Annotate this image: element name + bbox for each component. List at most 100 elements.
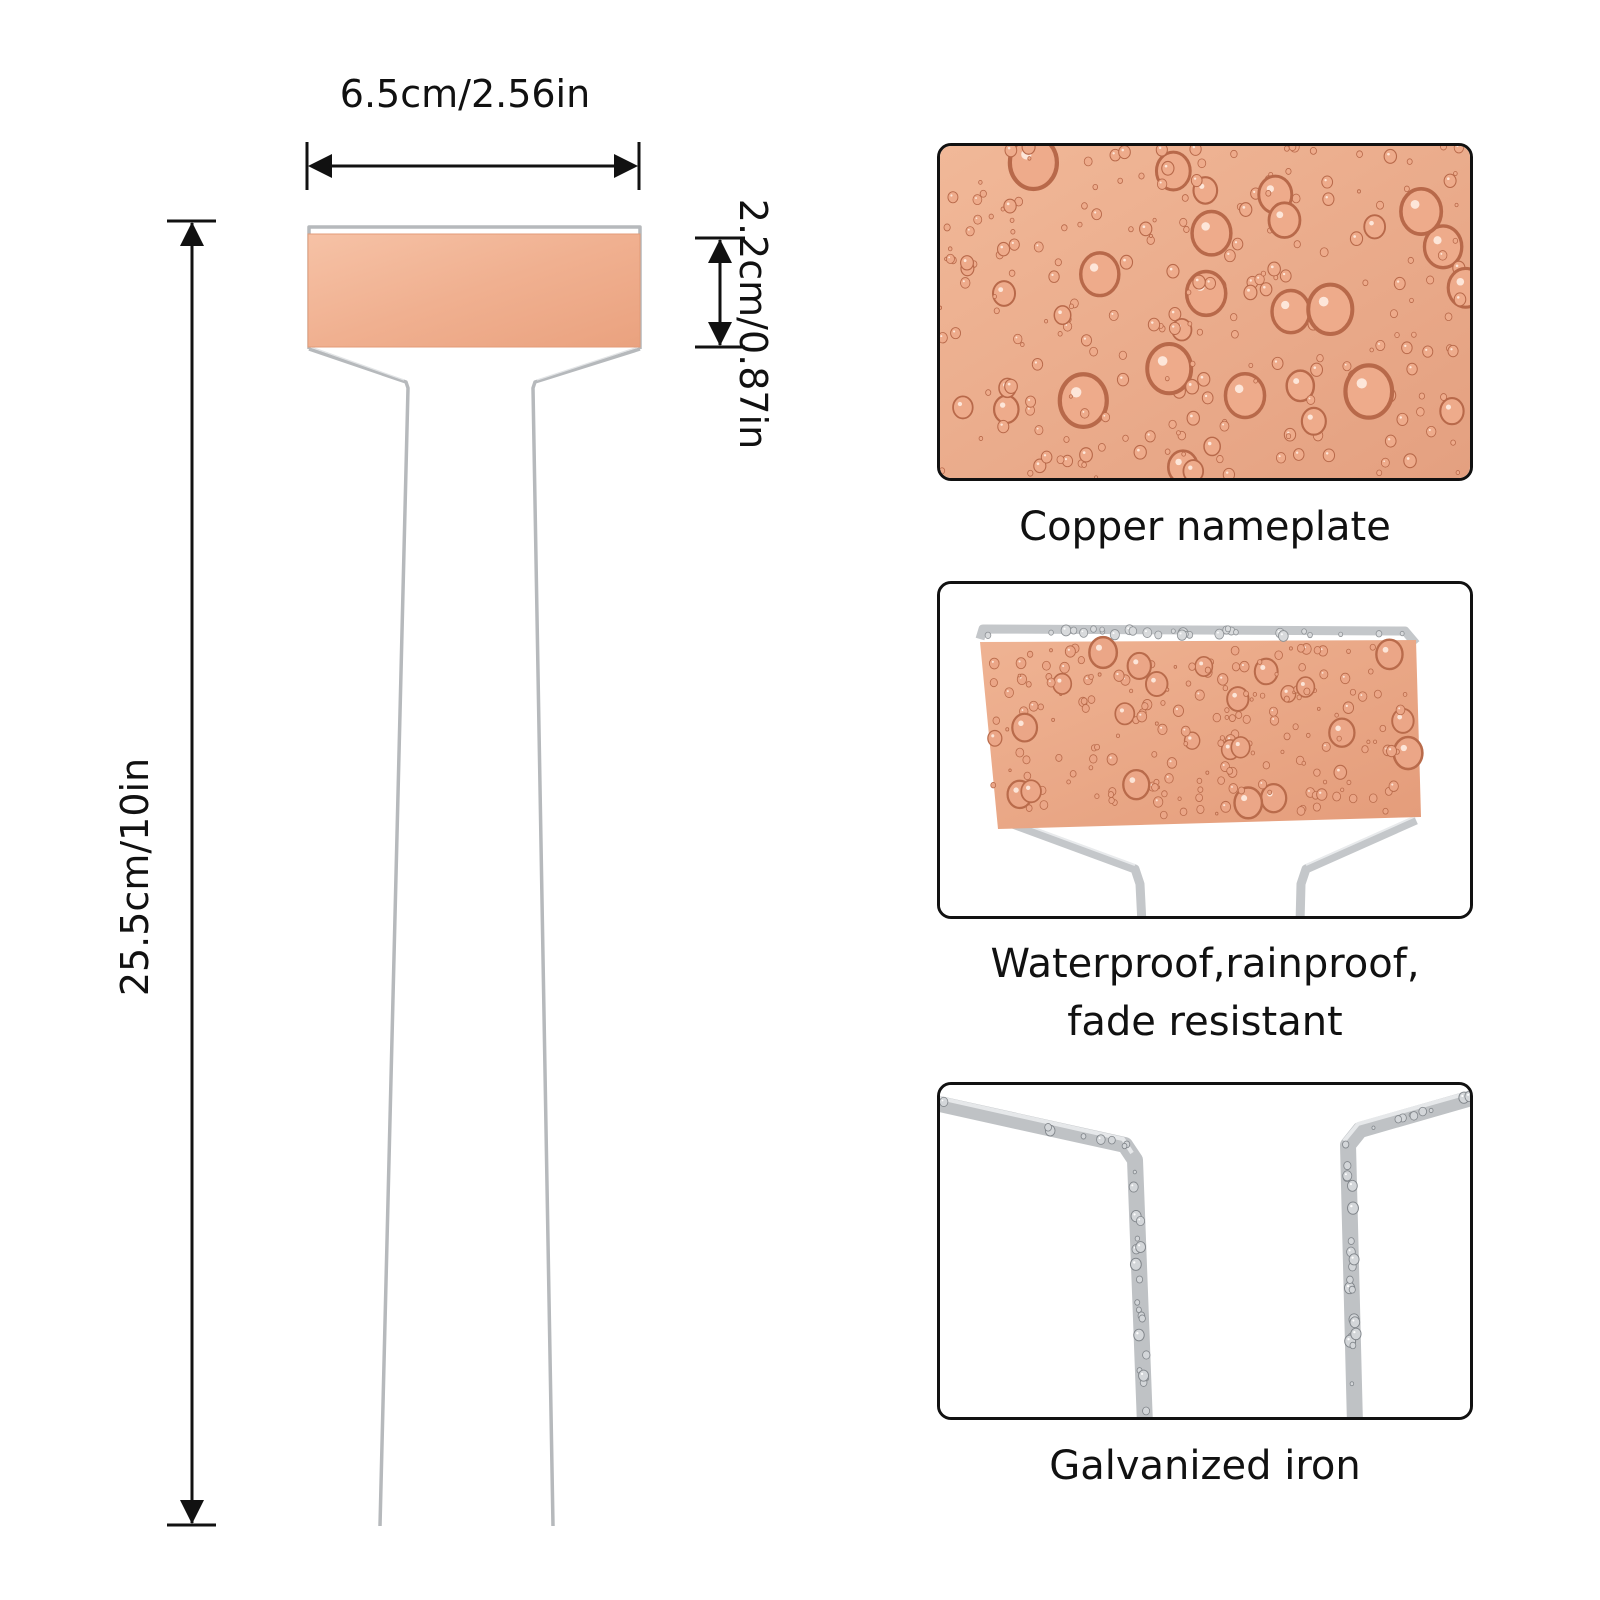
water-droplet <box>1307 631 1313 639</box>
water-droplet <box>1097 672 1102 677</box>
water-droplet <box>1177 796 1182 801</box>
droplet-highlight <box>1169 267 1173 271</box>
droplet-highlight <box>1172 325 1175 328</box>
caption-copper-nameplate: Copper nameplate <box>1019 504 1391 550</box>
stake-diagram <box>167 142 745 1527</box>
droplet-highlight <box>1428 428 1431 432</box>
water-droplet <box>1132 1169 1137 1175</box>
water-droplet <box>1154 630 1163 640</box>
water-droplet <box>1403 185 1410 193</box>
water-droplet <box>1190 174 1203 188</box>
water-droplet <box>1222 685 1229 692</box>
droplet-highlight <box>1383 460 1386 463</box>
droplet-highlight <box>1169 760 1172 763</box>
droplet-highlight <box>1461 1094 1464 1098</box>
water-droplet <box>1135 1241 1146 1254</box>
width-dimension <box>305 142 641 190</box>
water-droplet <box>1306 282 1355 337</box>
water-droplet <box>1037 703 1044 711</box>
droplet-highlight <box>1352 1319 1355 1322</box>
droplet-highlight <box>1006 202 1010 206</box>
water-droplet <box>1186 289 1192 296</box>
water-droplet <box>1361 745 1369 754</box>
water-droplet <box>1020 779 1042 804</box>
water-droplet <box>1409 1111 1419 1121</box>
water-droplet <box>1369 643 1376 651</box>
water-droplet <box>1237 786 1246 795</box>
water-droplet <box>1077 656 1085 665</box>
droplet-highlight <box>1455 264 1459 268</box>
water-droplet <box>1069 770 1077 778</box>
water-droplet <box>1371 1125 1376 1130</box>
water-droplet <box>1233 786 1264 820</box>
droplet-highlight <box>1094 211 1097 214</box>
droplet-highlight <box>1227 252 1230 255</box>
water-droplet <box>1440 146 1447 151</box>
water-droplet <box>1015 747 1025 758</box>
droplet-highlight <box>998 287 1004 293</box>
water-droplet <box>1383 148 1398 164</box>
water-droplet <box>1081 461 1087 468</box>
droplet-highlight <box>1064 458 1068 461</box>
droplet-highlight <box>1142 225 1146 229</box>
droplet-highlight <box>963 259 967 262</box>
water-droplet <box>1373 689 1382 699</box>
droplet-highlight <box>1192 146 1196 149</box>
water-droplet <box>1144 430 1156 443</box>
droplet-highlight <box>975 217 978 220</box>
droplet-highlight <box>1207 280 1210 283</box>
droplet-highlight <box>1319 791 1322 794</box>
water-droplet <box>1144 670 1169 698</box>
water-droplet <box>1015 657 1027 670</box>
droplet-highlight <box>999 402 1006 408</box>
copper-nameplate <box>308 234 640 347</box>
droplet-highlight <box>991 660 994 663</box>
droplet-highlight <box>1274 360 1278 363</box>
droplet-highlight <box>1234 241 1238 244</box>
water-droplet <box>1088 673 1094 680</box>
water-droplet <box>1243 690 1249 697</box>
water-droplet <box>1258 779 1268 790</box>
water-droplet <box>1017 673 1022 678</box>
droplet-highlight <box>1036 462 1040 466</box>
water-droplet <box>1094 743 1100 751</box>
water-droplet <box>1004 687 1014 698</box>
water-droplet <box>1091 208 1102 221</box>
water-droplet <box>960 255 974 271</box>
droplet-highlight <box>1021 709 1024 711</box>
water-droplet <box>1090 625 1097 633</box>
water-droplet <box>1450 439 1456 446</box>
water-droplet <box>1357 189 1361 194</box>
water-droplet <box>1028 700 1039 712</box>
water-droplet <box>1157 723 1168 735</box>
water-droplet <box>1139 221 1153 237</box>
water-droplet <box>1394 332 1400 339</box>
water-droplet <box>988 213 994 220</box>
droplet-highlight <box>1257 276 1260 279</box>
droplet-highlight <box>1131 1184 1134 1187</box>
droplet-highlight <box>1204 394 1208 398</box>
water-droplet <box>1348 1253 1360 1266</box>
water-droplet <box>1128 226 1134 233</box>
droplet-highlight <box>1082 410 1085 413</box>
water-droplet <box>1399 187 1444 236</box>
water-droplet <box>1109 629 1120 641</box>
water-droplet <box>1375 630 1383 638</box>
droplet-highlight <box>1137 448 1140 452</box>
water-droplet <box>1152 217 1157 223</box>
droplet-highlight <box>1049 680 1051 683</box>
plate-height-label: 2.2cm/0.87in <box>731 198 775 450</box>
droplet-highlight <box>1242 206 1246 209</box>
water-droplet <box>1226 686 1250 712</box>
droplet-highlight <box>1410 199 1420 209</box>
water-droplet <box>1165 687 1170 692</box>
water-droplet <box>1228 783 1239 794</box>
plate-height-dimension <box>695 236 745 349</box>
water-droplet <box>1217 776 1225 785</box>
droplet-highlight <box>1199 661 1204 666</box>
water-droplet <box>1121 1142 1128 1150</box>
water-droplet <box>1243 284 1258 301</box>
water-droplet <box>991 280 1017 307</box>
droplet-highlight <box>1445 404 1452 410</box>
droplet-highlight <box>1456 146 1459 148</box>
